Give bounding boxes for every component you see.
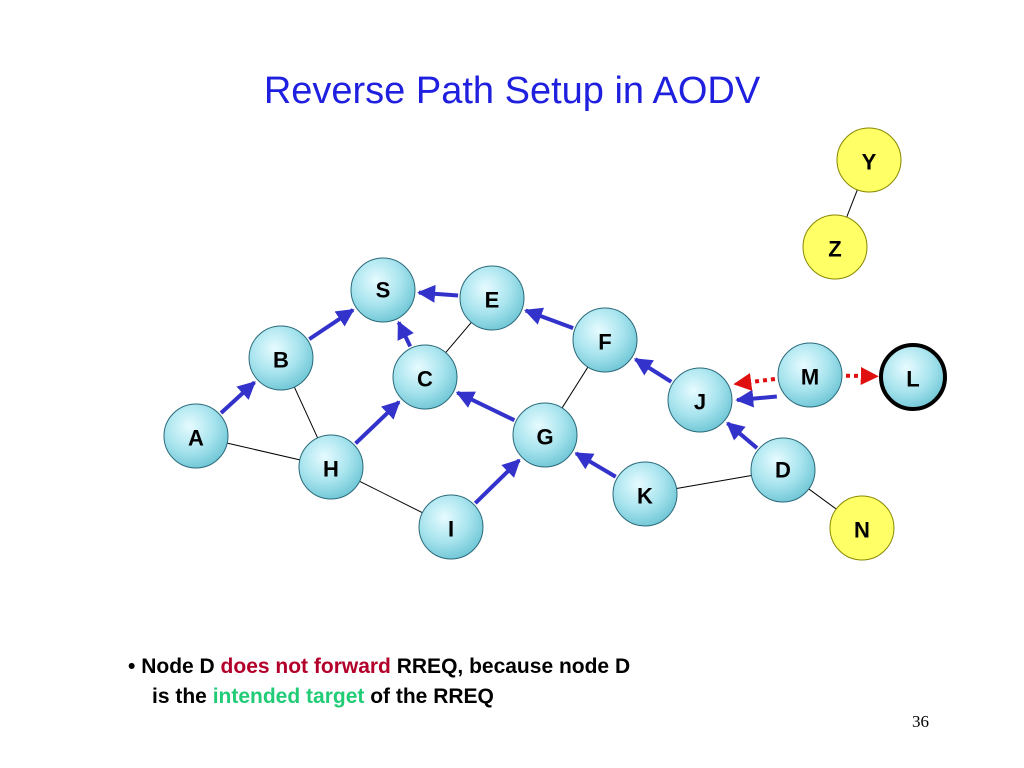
node-y-circle (836, 127, 902, 193)
node-j-label: J (694, 390, 706, 415)
node-k-label: K (637, 484, 653, 509)
node-c: C (392, 344, 458, 410)
node-f: F (572, 307, 638, 373)
nodes-layer: S E B C F A H G I K J D M L Y Z N (163, 127, 947, 561)
link-plain-k-d (676, 474, 752, 490)
node-g: G (512, 402, 578, 468)
node-l-label: L (906, 367, 919, 392)
link-plain-f-g (561, 366, 589, 409)
bullet-part-2: does not forward (220, 655, 391, 678)
link-reverse-h-c (354, 400, 401, 445)
link-reverse-a-b (219, 380, 256, 415)
node-h: H (298, 434, 364, 500)
link-reverse-f-e (524, 307, 574, 331)
node-d-label: D (775, 458, 791, 483)
node-d-circle (750, 437, 816, 503)
node-i: I (418, 494, 484, 560)
link-reverse-j-f (633, 357, 673, 384)
node-m-label: M (801, 365, 819, 390)
node-f-label: F (598, 330, 611, 355)
link-reverse-m-j (735, 389, 778, 408)
node-k: K (612, 461, 678, 527)
link-reverse-c-s (396, 320, 414, 348)
node-h-circle (298, 434, 364, 500)
node-d: D (750, 437, 816, 503)
node-m: M (777, 342, 843, 408)
node-n-label: N (854, 518, 870, 543)
node-f-circle (572, 307, 638, 373)
node-k-circle (612, 461, 678, 527)
node-g-label: G (536, 425, 553, 450)
bullet-part-4: is the (152, 685, 213, 708)
node-y: Y (836, 127, 902, 193)
link-plain-e-c (445, 322, 472, 353)
node-z-label: Z (828, 237, 841, 262)
link-dotted-m-l (845, 366, 879, 385)
bullet-part-3: RREQ, because node D (390, 655, 631, 678)
node-c-label: C (417, 367, 433, 392)
link-plain-a-h (227, 442, 300, 461)
node-a-circle (163, 403, 229, 469)
node-i-circle (418, 494, 484, 560)
link-reverse-d-j (726, 421, 759, 450)
node-i-label: I (448, 517, 454, 542)
node-s-circle (350, 257, 416, 323)
node-l-circle (879, 343, 947, 411)
node-y-label: Y (862, 150, 877, 175)
links-layer (219, 189, 879, 514)
link-dotted-m-j (733, 373, 776, 391)
node-e-circle (459, 265, 525, 331)
link-plain-y-z (846, 189, 858, 218)
node-a: A (163, 403, 229, 469)
link-plain-d-n (808, 488, 837, 510)
link-reverse-b-s (308, 308, 355, 341)
node-s-label: S (376, 278, 391, 303)
node-s: S (350, 257, 416, 323)
node-a-label: A (188, 426, 204, 451)
link-reverse-e-s (417, 284, 459, 303)
node-c-circle (392, 344, 458, 410)
link-reverse-g-c (455, 390, 516, 423)
bullet-line-2: is the intended target of the RREQ (128, 682, 630, 712)
link-plain-b-h (293, 386, 319, 439)
bullet-part-1: Node D (141, 655, 221, 678)
link-reverse-k-g (574, 451, 617, 479)
node-z-circle (802, 214, 868, 280)
node-b-circle (248, 325, 314, 391)
node-b: B (248, 325, 314, 391)
node-h-label: H (323, 457, 339, 482)
node-n: N (829, 495, 895, 561)
node-m-circle (777, 342, 843, 408)
bullet-part-5: intended target (212, 685, 365, 708)
node-e: E (459, 265, 525, 331)
bullet-part-6: of the RREQ (364, 685, 494, 708)
page-number: 36 (912, 712, 929, 731)
bullet-marker: • (128, 655, 136, 678)
bullet-text: • Node D does not forward RREQ, because … (128, 652, 630, 712)
node-j-circle (667, 367, 733, 433)
slide-title: Reverse Path Setup in AODV (263, 70, 761, 112)
link-reverse-i-g (473, 458, 521, 505)
bullet-line-1: • Node D does not forward RREQ, because … (128, 652, 630, 682)
node-z: Z (802, 214, 868, 280)
node-g-circle (512, 402, 578, 468)
node-e-label: E (485, 288, 500, 313)
link-plain-h-i (359, 480, 423, 514)
node-n-circle (829, 495, 895, 561)
node-l: L (879, 343, 947, 411)
node-b-label: B (273, 348, 289, 373)
node-j: J (667, 367, 733, 433)
